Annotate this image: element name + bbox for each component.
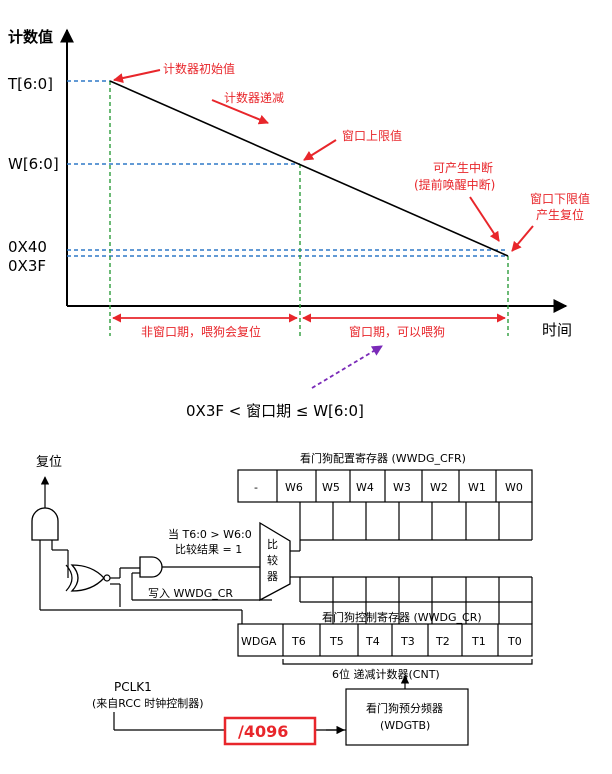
cfr-title: 看门狗配置寄存器 (WWDG_CFR) (300, 451, 466, 465)
cr-register: WDGA T6 T5 T4 T3 T2 T1 T0 (237, 623, 533, 657)
cfr-register: - W6 W5 W4 W3 W2 W1 W0 (237, 469, 533, 503)
arrow-lower (511, 225, 534, 252)
label-interrupt-1: 可产生中断 (433, 160, 493, 175)
cr-cell-4: T3 (400, 635, 415, 648)
tick-t: T[6:0] (7, 75, 53, 93)
label-initial: 计数器初始值 (163, 61, 235, 76)
comparator-char-1: 比 (267, 538, 278, 551)
comparator-char-3: 器 (267, 570, 278, 583)
label-lower-1: 窗口下限值 (530, 191, 590, 206)
counter-slope (109, 80, 509, 257)
tick-0x40: 0X40 (8, 238, 47, 256)
comparator-block (259, 521, 291, 602)
label-non-window: 非窗口期，喂狗会复位 (141, 324, 261, 339)
cr-cell-0: WDGA (241, 635, 277, 648)
cfr-cell-2: W5 (322, 481, 340, 494)
label-upper: 窗口上限值 (342, 128, 402, 143)
prescaler-label-2: (WDGTB) (380, 719, 430, 732)
arrow-initial (113, 69, 161, 83)
label-window: 窗口期，可以喂狗 (349, 325, 445, 339)
y-axis-label: 计数值 (8, 28, 53, 46)
compare-condition-1: 当 T6:0 > W6:0 (168, 527, 252, 541)
cr-cell-2: T5 (329, 635, 344, 648)
cr-cell-5: T2 (435, 635, 450, 648)
cfr-cell-0: - (254, 481, 258, 494)
tick-w: W[6:0] (8, 155, 59, 173)
pclk-source: (来自RCC 时钟控制器) (92, 696, 204, 710)
write-label: 写入 WWDG_CR (148, 587, 233, 600)
arrow-interrupt (469, 196, 500, 242)
formula-pointer (311, 345, 383, 389)
window-timing-chart: 计数值 时间 T[6:0] W[6:0] 0X40 0X3F 计数器初始值 计数… (7, 28, 590, 420)
cr-title: 看门狗控制寄存器 (WWDG_CR) (322, 610, 482, 624)
arrow-upper (303, 139, 337, 161)
comparator-char-2: 较 (267, 553, 278, 567)
cr-cell-1: T6 (291, 635, 306, 648)
and-gate (31, 507, 59, 541)
label-decrement: 计数器递减 (224, 90, 284, 105)
label-lower-2: 产生复位 (536, 207, 584, 222)
cfr-cell-7: W0 (505, 481, 523, 494)
cfr-cell-1: W6 (285, 481, 303, 494)
cfr-cell-5: W2 (430, 481, 448, 494)
prescaler-block (345, 688, 469, 746)
cr-cell-3: T4 (365, 635, 380, 648)
cnt-bracket (282, 659, 533, 665)
wwdg-block-diagram: 复位 写入 WWDG_CR 比 较 器 当 T6:0 > W6:0 (31, 451, 533, 746)
divider-label: /4096 (238, 722, 288, 741)
cfr-cell-6: W1 (468, 481, 486, 494)
divider-box (223, 716, 317, 746)
compare-condition-2: 比较结果 = 1 (175, 542, 242, 556)
pclk-label: PCLK1 (114, 680, 152, 694)
or-gate (70, 564, 105, 592)
window-formula: 0X3F < 窗口期 ≤ W[6:0] (186, 402, 364, 420)
label-interrupt-2: (提前唤醒中断) (414, 177, 495, 192)
compare-and-gate (139, 556, 163, 578)
cnt-label: 6位 递减计数器(CNT) (332, 667, 440, 681)
cr-cell-7: T0 (507, 635, 522, 648)
tick-0x3f: 0X3F (8, 257, 46, 275)
cfr-cell-4: W3 (393, 481, 411, 494)
cfr-cell-3: W4 (356, 481, 374, 494)
cr-bus-lines (332, 577, 533, 624)
x-axis-label: 时间 (542, 321, 572, 339)
prescaler-label-1: 看门狗预分频器 (366, 701, 443, 715)
reset-label: 复位 (36, 455, 62, 470)
cr-cell-6: T1 (471, 635, 486, 648)
arrow-decrement (211, 99, 269, 125)
cfr-bus-lines (332, 502, 533, 540)
